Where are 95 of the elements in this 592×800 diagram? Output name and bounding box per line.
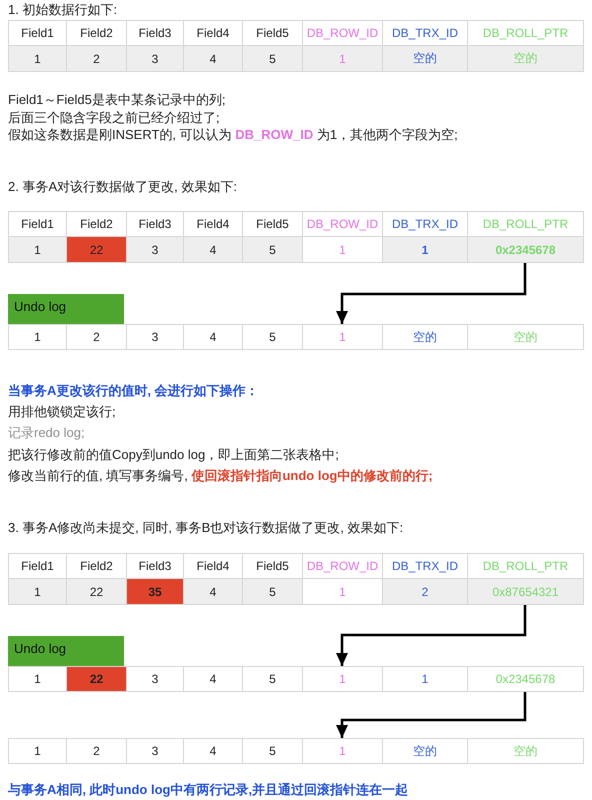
table-cell: 3 [126, 739, 183, 763]
column-header: Field2 [66, 554, 126, 578]
table-cell: 1 [382, 237, 467, 262]
arrow [336, 692, 526, 738]
table-row [8, 738, 584, 764]
table-cell: 1 [302, 46, 382, 71]
table-cell: 4 [183, 46, 242, 71]
text-line: 假如这条数据是刚INSERT的, 可以认为 DB_ROW_ID 为1，其他两个字段为空; [8, 126, 458, 144]
column-header: DB_ROLL_PTR [467, 554, 583, 578]
table-cell: 1 [302, 325, 382, 349]
table-cell: 5 [242, 739, 302, 763]
text-line: 记录redo log; [8, 424, 85, 442]
text-line: 把该行修改前的值Copy到undo log，即上面第二张表格中; [8, 446, 339, 464]
table-cell: 4 [183, 739, 242, 763]
highlighted-cell: 22 [66, 237, 126, 262]
column-header: DB_ROW_ID [302, 21, 382, 45]
column-header: DB_ROLL_PTR [467, 21, 583, 45]
table-cell: 4 [183, 579, 242, 604]
table-cell-text: 1 [33, 50, 42, 68]
table-cell-text: 1 [33, 671, 42, 688]
highlighted-cell: 35 [126, 579, 183, 604]
table-cell-text: 1 [33, 584, 42, 600]
column-header: Field3 [126, 554, 183, 578]
column-header: Field4 [183, 212, 242, 236]
table-cell: 空的 [382, 46, 467, 71]
emphasis-text: 与事务A相同, 此时undo log中有两行记录,并且通过回滚指针连在一起 [8, 781, 408, 799]
text-line: Field1～Field5是表中某条记录中的列; [8, 91, 226, 109]
table-row [8, 20, 584, 46]
table-row [8, 666, 584, 692]
section-heading: 3. 事务A修改尚未提交, 同时, 事务B也对该行数据做了更改, 效果如下: [8, 519, 404, 537]
table-cell: 2 [66, 739, 126, 763]
table-cell: 1 [382, 667, 467, 691]
table-cell: 0x2345678 [467, 237, 583, 262]
table-row [8, 553, 584, 579]
column-header: DB_ROLL_PTR [467, 212, 583, 236]
column-header: DB_ROW_ID [302, 212, 382, 236]
table-cell: 5 [242, 325, 302, 349]
column-header: DB_TRX_ID [382, 212, 467, 236]
column-header: Field1 [20, 25, 55, 42]
highlighted-cell: 22 [66, 667, 126, 691]
table-cell: 空的 [467, 46, 583, 71]
column-header: Field3 [126, 212, 183, 236]
arrow [336, 605, 526, 666]
column-header: Field5 [242, 554, 302, 578]
table-cell: 0x87654321 [467, 579, 583, 604]
section-heading: 1. 初始数据行如下: [8, 1, 118, 19]
table-cell: 空的 [467, 739, 583, 763]
column-header: Field4 [183, 554, 242, 578]
table-cell: 空的 [382, 325, 467, 349]
table-row [8, 237, 584, 263]
table-cell: 空的 [382, 739, 467, 763]
column-header: Field2 [66, 212, 126, 236]
text-line: 后面三个隐含字段之前已经介绍过了; [8, 109, 220, 127]
table-cell: 4 [183, 237, 242, 262]
column-header: Field1 [20, 558, 55, 575]
table-cell: 1 [302, 579, 382, 604]
table-cell: 2 [66, 325, 126, 349]
table-cell: 3 [126, 46, 183, 71]
column-header: DB_TRX_ID [382, 554, 467, 578]
text-line: 修改当前行的值, 填写事务编号, 使回滚指针指向undo log中的修改前的行; [8, 467, 433, 485]
table-cell: 2 [382, 579, 467, 604]
table-cell: 2 [66, 46, 126, 71]
column-header: Field5 [242, 212, 302, 236]
tab-label: Undo log [8, 636, 124, 666]
table-cell: 3 [126, 237, 183, 262]
table-row [8, 579, 584, 605]
table-cell-text: 1 [33, 329, 42, 346]
column-header: Field2 [66, 21, 126, 45]
section-heading: 2. 事务A对该行数据做了更改, 效果如下: [8, 178, 237, 196]
table-cell: 4 [183, 667, 242, 691]
table-row [8, 324, 584, 350]
table-cell: 3 [126, 325, 183, 349]
table-cell: 1 [302, 237, 382, 262]
table-cell: 4 [183, 325, 242, 349]
column-header: Field4 [183, 21, 242, 45]
table-cell: 1 [302, 739, 382, 763]
column-header: DB_ROW_ID [302, 554, 382, 578]
column-header: Field5 [242, 21, 302, 45]
table-cell: 3 [126, 667, 183, 691]
table-cell-text: 1 [33, 743, 42, 760]
column-header: DB_TRX_ID [382, 21, 467, 45]
table-cell: 空的 [467, 325, 583, 349]
tab-label: Undo log [8, 294, 124, 324]
arrow [336, 263, 526, 324]
emphasis-text: 当事务A更改该行的值时, 会进行如下操作： [8, 382, 259, 400]
table-cell-text: 1 [33, 242, 42, 258]
column-header: Field1 [20, 216, 55, 233]
text-line: 用排他锁锁定该行; [8, 403, 116, 421]
table-cell: 1 [302, 667, 382, 691]
table-cell: 5 [242, 667, 302, 691]
column-header: Field3 [126, 21, 183, 45]
table-cell: 0x2345678 [467, 667, 583, 691]
table-row [8, 211, 584, 237]
table-cell: 5 [242, 46, 302, 71]
table-row [8, 46, 584, 72]
